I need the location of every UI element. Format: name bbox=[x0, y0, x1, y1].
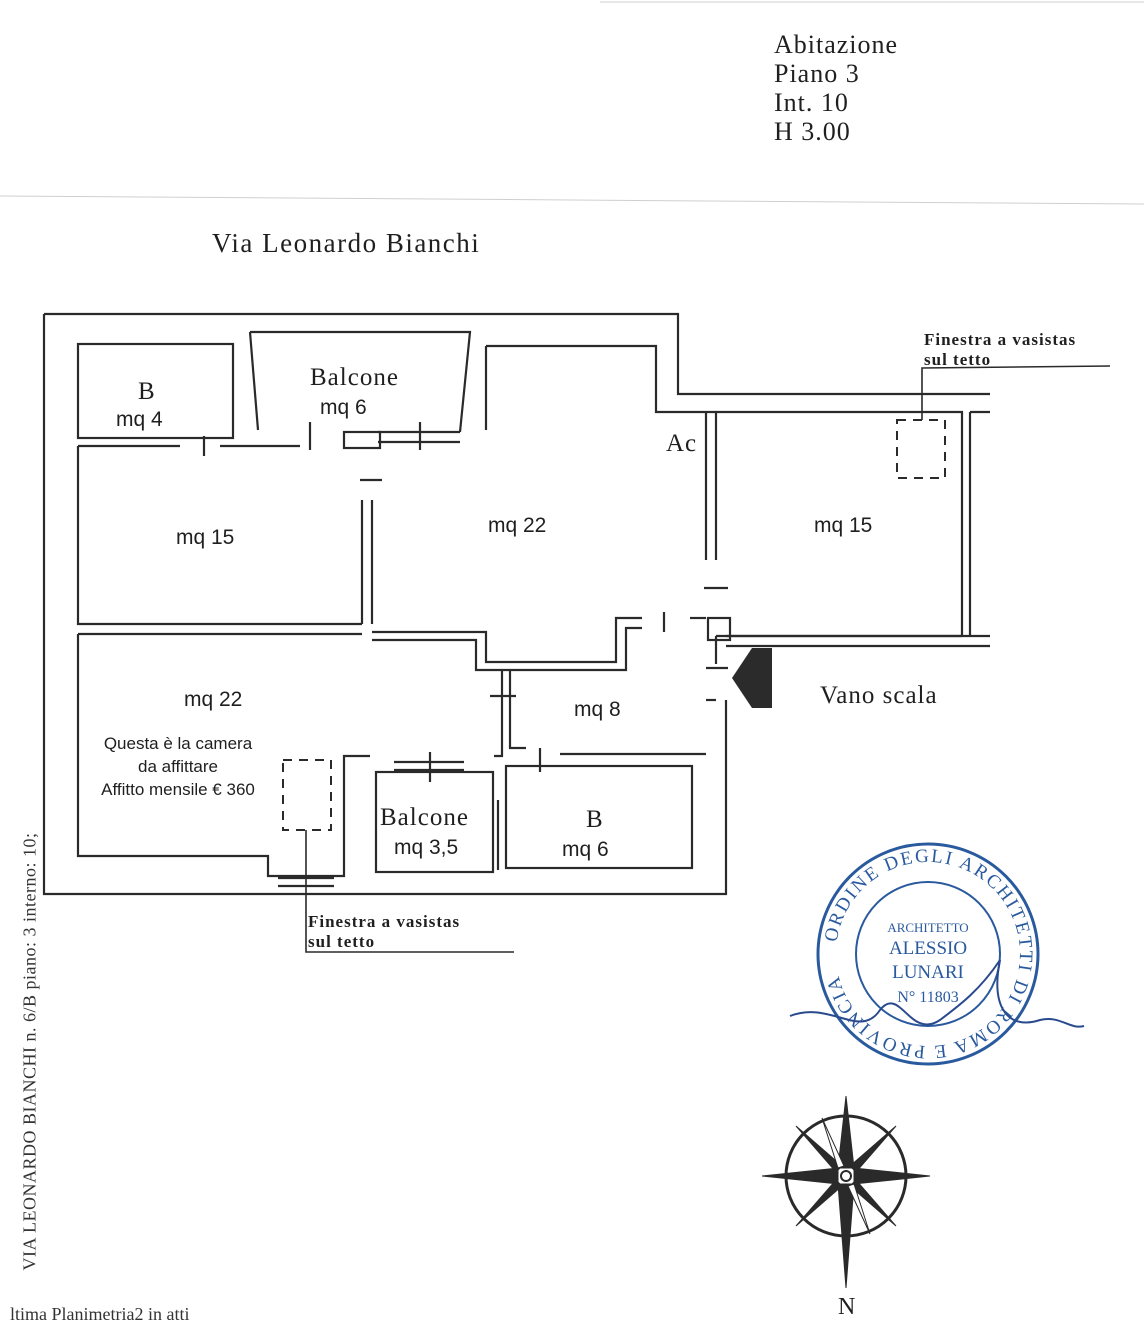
header-line-2: Piano 3 bbox=[774, 59, 860, 88]
compass-rose-icon bbox=[761, 1095, 931, 1289]
stairwell-label: Vano scala bbox=[820, 682, 938, 709]
compass-north-label: N bbox=[838, 1294, 856, 1320]
skylight-bottom-outline bbox=[282, 759, 332, 831]
room-top-left-bath-area: mq 4 bbox=[116, 408, 163, 431]
vertical-caption: VIA LEONARDO BIANCHI n. 6/B piano: 3 int… bbox=[19, 832, 40, 1271]
header-block: Abitazione Piano 3 Int. 10 H 3.00 bbox=[774, 30, 898, 146]
rental-note-line-3: Affitto mensile € 360 bbox=[101, 780, 255, 799]
skylight-top-label-1: Finestra a vasistas bbox=[924, 330, 1077, 349]
rental-note-line-1: Questa è la camera bbox=[103, 734, 253, 753]
room-living-area: mq 22 bbox=[488, 514, 547, 537]
header-line-3: Int. 10 bbox=[774, 88, 849, 117]
stamp-line-1: ARCHITETTO bbox=[887, 920, 968, 935]
skylight-bottom-label-1: Finestra a vasistas bbox=[308, 912, 461, 931]
footer-note: ltima Planimetria2 in atti bbox=[10, 1304, 190, 1324]
skylight-top-label-2: sul tetto bbox=[924, 350, 992, 369]
room-bottom-left-area: mq 22 bbox=[184, 688, 243, 711]
walls bbox=[42, 312, 990, 896]
room-top-left-bath-name: B bbox=[138, 378, 156, 405]
room-bottom-balcony-name: Balcone bbox=[380, 804, 469, 831]
room-bottom-bath-area: mq 6 bbox=[562, 838, 609, 861]
skylight-top-outline bbox=[896, 419, 946, 479]
stamp-line-2: ALESSIO bbox=[889, 938, 967, 959]
room-left-area: mq 15 bbox=[176, 526, 235, 549]
room-top-balcony-name: Balcone bbox=[310, 364, 399, 391]
stamp-line-4: N° 11803 bbox=[897, 989, 958, 1006]
header-line-1: Abitazione bbox=[774, 30, 899, 59]
skylight-bottom-label-2: sul tetto bbox=[308, 932, 376, 951]
room-bottom-balcony-area: mq 3,5 bbox=[394, 836, 459, 859]
architect-stamp-icon: ORDINE DEGLI ARCHITETTI DI ROMA E PROVIN… bbox=[816, 842, 1040, 1066]
rental-note-line-2: da affittare bbox=[137, 757, 219, 776]
stamp-line-3: LUNARI bbox=[892, 962, 964, 983]
rental-note: Questa è la camera da affittare Affitto … bbox=[78, 732, 278, 801]
entrance-arrow-icon bbox=[732, 648, 772, 708]
street-label: Via Leonardo Bianchi bbox=[212, 228, 481, 258]
room-right-area: mq 15 bbox=[814, 514, 873, 537]
room-living-label: Ac bbox=[666, 430, 698, 457]
header-line-4: H 3.00 bbox=[774, 117, 851, 146]
room-bottom-bath-name: B bbox=[586, 806, 604, 833]
signature-icon bbox=[789, 959, 1085, 1028]
room-hall-area: mq 8 bbox=[574, 698, 621, 721]
room-top-balcony-area: mq 6 bbox=[320, 396, 367, 419]
